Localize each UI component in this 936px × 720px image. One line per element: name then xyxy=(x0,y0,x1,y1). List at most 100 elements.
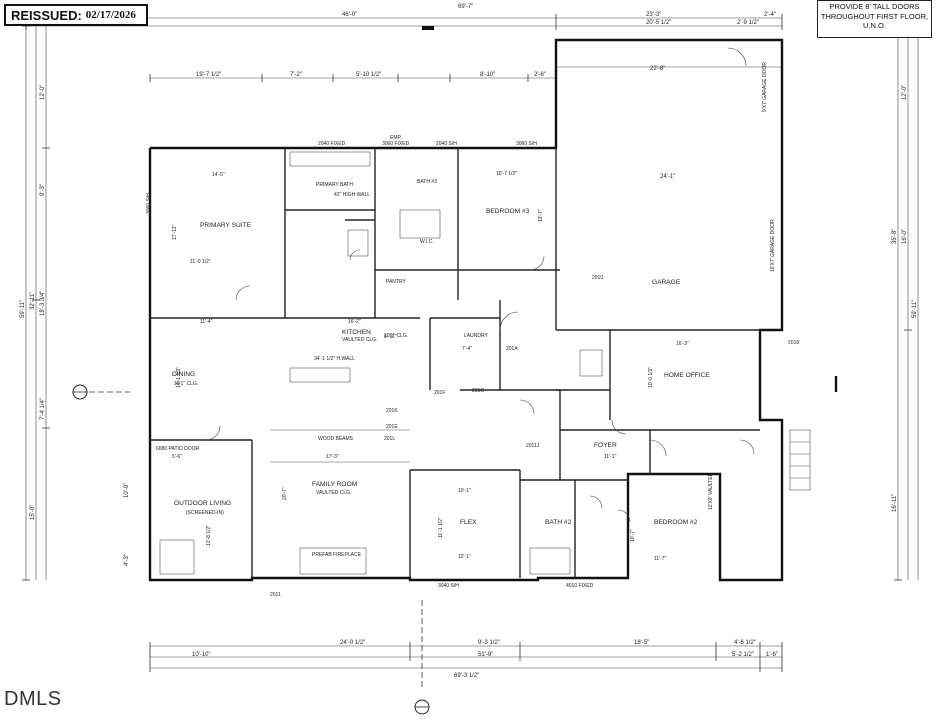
room-wic: W.I.C. xyxy=(420,239,434,245)
dim-row3-4: 8'-10" xyxy=(480,72,495,78)
room-flex: FLEX xyxy=(460,519,477,526)
tag-5: 2040 S/H xyxy=(436,141,457,147)
outdoor-living-sub: (SCREENED-IN) xyxy=(186,510,224,516)
dim-left-b: 18'-3 3/4" xyxy=(40,291,46,316)
tag-4: EMP. xyxy=(390,135,402,141)
tag-19: 6080 PATIO DOOR xyxy=(156,446,200,452)
dim-top-right-b: 2'-9 1/2" xyxy=(737,20,759,26)
dim-left-e: 12'-0" xyxy=(40,85,46,100)
reissued-stamp: REISSUED: 02/17/2026 xyxy=(4,4,148,26)
dim-top-right-a: 20'-5 1/2" xyxy=(646,20,671,26)
tag-11: 2011 xyxy=(270,592,281,598)
dim-row3-5: 2'-6" xyxy=(534,72,546,78)
tag-1: 2040 FIXED xyxy=(318,141,346,147)
room-dining: DINING xyxy=(172,371,195,378)
tag-26: 10'1" CLG. xyxy=(384,333,408,339)
room-foyer: FOYER xyxy=(594,442,617,449)
dim-left-f: 9'-3" xyxy=(40,184,46,196)
dim-left-d: 15'-0" xyxy=(30,505,36,520)
dim-garage-depth: 24'-1" xyxy=(660,174,675,180)
mls-watermark: DMLS xyxy=(4,688,62,710)
dim-left-total: 59'-11" xyxy=(20,300,26,318)
room-bedroom-2: BEDROOM #2 xyxy=(654,519,698,526)
interior-walls xyxy=(150,148,760,578)
note-line-3: U.N.O. xyxy=(863,21,886,30)
dim-top-right: 23'-3" xyxy=(646,12,661,18)
dim-outdoor-w: 5'-6" xyxy=(172,454,182,460)
room-kitchen: KITCHEN xyxy=(342,329,371,336)
tag-8: 2010 xyxy=(592,275,603,281)
room-primary-bath: PRIMARY BATH xyxy=(316,182,353,188)
tag-17: 201A xyxy=(506,346,518,352)
room-garage: GARAGE xyxy=(652,279,681,286)
dim-family-w: 17'-3" xyxy=(326,454,339,460)
overall-dimensions: 69'-7" 46'-0" 23'-3" 20'-5 1/2" 2'-9 1/2… xyxy=(20,4,918,679)
tag-27: 12'X8' VAULTED xyxy=(708,472,714,510)
tag-2: 3060 S/H xyxy=(146,193,152,214)
dim-bottom-1d: 1'-6" xyxy=(766,652,778,658)
tag-23: WOOD BEAMS xyxy=(318,436,354,442)
tag-25: PREFAB FIREPLACE xyxy=(312,552,362,558)
door-height-note: PROVIDE 8' TALL DOORS THROUGHOUT FIRST F… xyxy=(817,0,932,38)
tag-20: 16'X7' GARAGE DOOR xyxy=(770,219,776,272)
dim-garage-width: 22'-8" xyxy=(650,66,665,72)
kitchen-ceiling: VAULTED CLG. xyxy=(342,337,377,343)
section-markers xyxy=(72,26,838,715)
dim-top-total: 69'-7" xyxy=(458,4,473,10)
tag-14: 201E xyxy=(386,424,398,430)
dim-bedroom2-d: 10'-7" xyxy=(630,529,636,542)
room-dimensions: 14'-5" 17'-11" 11'-0 1/2" 16'-2" 11'-4" … xyxy=(172,171,689,562)
room-bath-3: BATH #3 xyxy=(417,179,437,185)
tag-9: 4010 FIXED xyxy=(566,583,594,589)
dim-left-a: 32'-11" xyxy=(30,292,36,310)
family-room-ceiling: VAULTED CLG. xyxy=(316,490,351,496)
tag-21: 9'X7' GARAGE DOOR xyxy=(762,62,768,112)
dim-bottom-1a: 10'-10" xyxy=(192,652,211,658)
tag-3: 3060 FIXED xyxy=(382,141,410,147)
dim-primary-suite-d2: 11'-0 1/2" xyxy=(190,259,211,265)
dim-bedroom3-w: 10'-7 1/2" xyxy=(496,171,517,177)
tag-24: 34'-1 1/2" H.WALL xyxy=(314,356,355,362)
dim-top-left: 46'-0" xyxy=(342,12,357,18)
dim-left-c: 7'-4 1/4" xyxy=(40,398,46,420)
dim-outdoor-d: 12'-8 1/2" xyxy=(206,525,212,546)
reissued-label: REISSUED: xyxy=(11,7,82,23)
dim-flex-d: 11'-1 1/2" xyxy=(438,517,444,538)
dim-flex-w: 10'-1" xyxy=(458,488,471,494)
dim-row3-1: 19'-7 1/2" xyxy=(196,72,221,78)
fixtures xyxy=(159,151,811,575)
dim-dining-d: 14'-1 1/2" xyxy=(176,367,182,388)
tag-12: 2011J xyxy=(526,443,540,449)
dim-bottom-2a: 24'-0 1/2" xyxy=(340,640,365,646)
dim-bottom-2c: 18'-5" xyxy=(634,640,649,646)
room-family-room: FAMILY ROOM xyxy=(312,481,357,488)
room-labels: PRIMARY SUITE PRIMARY BATH PANTRY KITCHE… xyxy=(172,179,710,526)
dim-bottom-1c: 5'-2 1/2" xyxy=(732,652,754,658)
room-primary-suite: PRIMARY SUITE xyxy=(200,222,252,229)
room-bath-2: BATH #2 xyxy=(545,519,572,526)
dim-pantry-w: 6'-11" xyxy=(384,334,397,340)
dim-top-right-c: 2'-4" xyxy=(764,12,776,18)
dim-bottom-total: 69'-3 1/2" xyxy=(454,673,479,679)
dim-office-w: 16'-3" xyxy=(676,341,689,347)
tag-13: 201K xyxy=(386,408,398,414)
dim-bottom-1b: 51'-9" xyxy=(478,652,493,658)
room-bedroom-3: BEDROOM #3 xyxy=(486,208,530,215)
dim-right-a: 35'-8" xyxy=(892,229,898,244)
dim-primary-suite-w: 14'-5" xyxy=(212,172,225,178)
room-laundry: LAUNDRY xyxy=(464,333,488,339)
dim-foyer-w: 11'-1" xyxy=(604,454,617,460)
dimension-ticks xyxy=(22,14,912,672)
room-home-office: HOME OFFICE xyxy=(664,372,710,379)
dim-bedroom3-d: 13'-7" xyxy=(538,209,544,222)
room-outdoor-living: OUTDOOR LIVING xyxy=(174,500,231,507)
dim-bottom-2d: 4'-6 1/2" xyxy=(734,640,756,646)
dim-row3-3: 5'-10 1/2" xyxy=(356,72,381,78)
note-line-2: THROUGHOUT FIRST FLOOR, xyxy=(820,11,929,21)
dim-laundry-w: 7'-4" xyxy=(462,346,472,352)
tag-6: 3060 S/H xyxy=(516,141,537,147)
dim-bedroom2-w: 11'-7" xyxy=(654,556,667,562)
dimension-lines xyxy=(25,17,919,669)
tag-10: 2018 xyxy=(788,340,799,346)
